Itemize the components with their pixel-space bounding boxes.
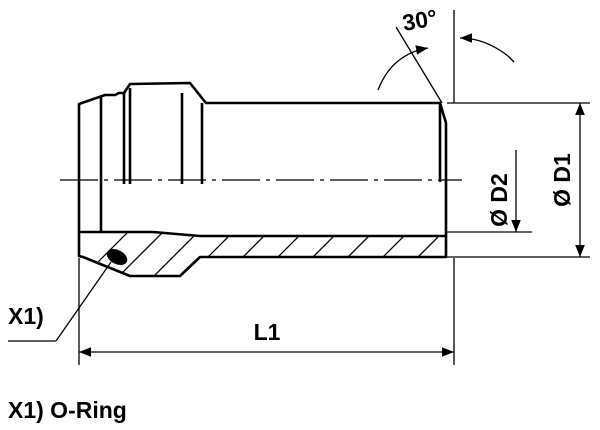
angle-label: 30° <box>400 4 439 36</box>
l1-label: L1 <box>254 319 281 345</box>
x1-callout: X1) <box>8 261 112 342</box>
d2-dimension: Ø D2 <box>447 150 532 233</box>
d1-label: Ø D1 <box>549 153 575 207</box>
angle-dimension: 30° <box>377 4 515 104</box>
d1-dimension: Ø D1 <box>447 102 590 258</box>
footnote-o-ring: X1) O-Ring <box>8 397 127 423</box>
l1-dimension: L1 <box>78 258 455 365</box>
x1-callout-label: X1) <box>8 303 44 329</box>
o-ring <box>106 248 128 266</box>
part-outline <box>77 81 448 278</box>
d2-label: Ø D2 <box>486 173 512 227</box>
